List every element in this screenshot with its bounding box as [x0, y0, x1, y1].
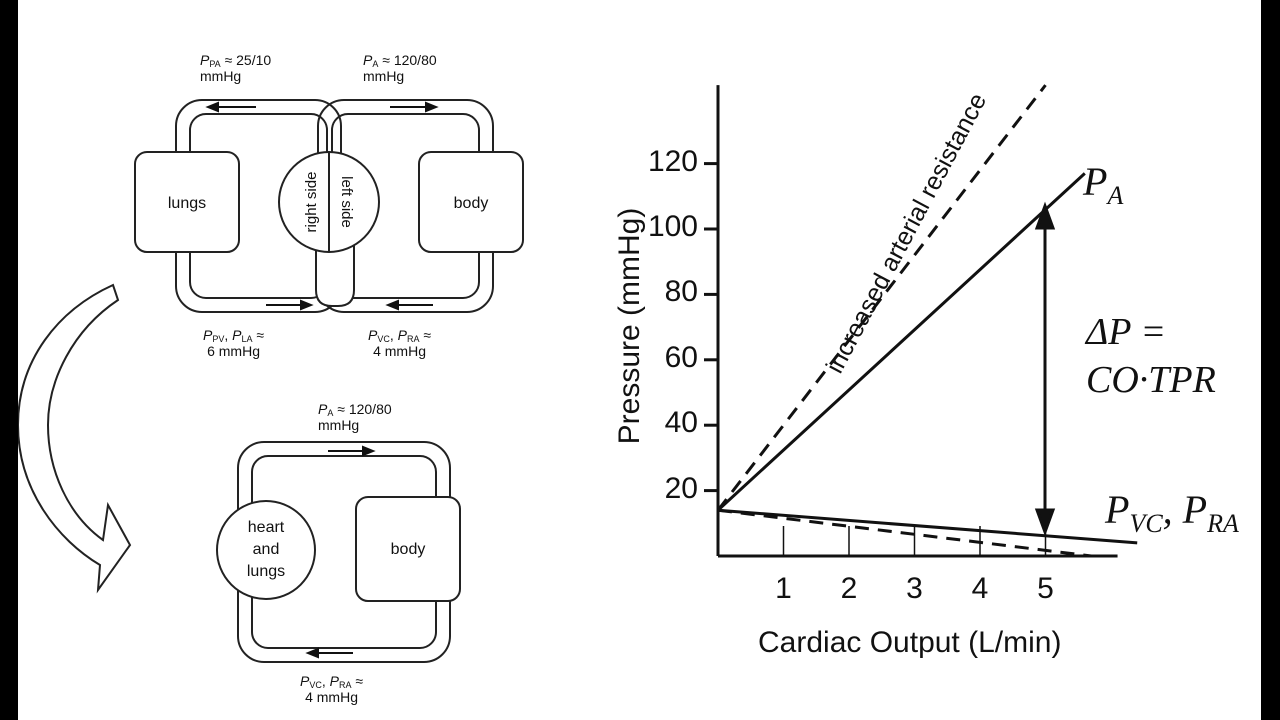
y-tick-label: 120 — [647, 144, 698, 178]
circulation-diagrams-svg — [18, 84, 1138, 663]
transition-curved-arrow — [18, 283, 132, 594]
left-side-label: left side — [338, 176, 355, 228]
body-label-top: body — [453, 195, 489, 212]
pv-flow-arrowhead — [300, 299, 314, 311]
x-tick-label: 1 — [775, 572, 792, 605]
p-vc-ra-label-bottom: PVC, PRA ≈ 4 mmHg — [300, 673, 364, 705]
chart-xlabel: Cardiac Output (L/min) — [758, 626, 1062, 659]
series-line-3 — [717, 508, 1092, 558]
figure-canvas: lungs body right side left side PPA ≈ 25… — [18, 0, 1261, 720]
chart-lines — [716, 84, 1138, 558]
series-line-0 — [716, 172, 1086, 512]
body-box-bottom — [355, 496, 461, 602]
p-vc-ra-label-top: PVC, PRA ≈ 4 mmHg — [368, 327, 432, 359]
p-pa-label: PPA ≈ 25/10 mmHg — [200, 52, 272, 84]
series-line-1 — [716, 84, 1047, 512]
p-pv-la-label: PPV, PLA ≈ 6 mmHg — [203, 327, 265, 359]
heart-lungs-label: heart and lungs — [246, 519, 286, 580]
bottom-a-flow-arrowhead — [362, 445, 376, 457]
pvc-pra-curve-label: PVC, PRA — [1105, 487, 1239, 538]
y-tick-label: 40 — [664, 406, 698, 440]
heart-lungs-circle — [216, 500, 316, 600]
vc-flow-arrowhead — [385, 299, 399, 311]
x-tick-label: 2 — [840, 572, 858, 605]
y-tick-label: 20 — [664, 471, 698, 505]
lungs-label: lungs — [167, 195, 207, 212]
p-a-label-bottom: PA ≈ 120/80 mmHg — [318, 401, 392, 433]
lungs-box — [134, 151, 240, 253]
series-line-2 — [717, 508, 1138, 545]
y-tick-label: 80 — [664, 275, 698, 309]
body-box-top — [418, 151, 524, 253]
p-a-label-top: PA ≈ 120/80 mmHg — [363, 52, 437, 84]
chart-ylabel: Pressure (mmHg) — [613, 207, 646, 445]
y-tick-label: 60 — [664, 340, 698, 374]
right-side-label: right side — [303, 171, 320, 233]
delta-p-double-arrow — [1034, 201, 1056, 537]
pa-flow-arrowhead — [205, 101, 219, 113]
x-tick-label: 5 — [1037, 572, 1054, 605]
x-tick-label: 3 — [906, 572, 923, 605]
delta-p-equation: ΔP = CO·TPR — [1086, 311, 1216, 401]
body-label-bottom: body — [390, 541, 426, 558]
y-tick-label: 100 — [647, 210, 698, 243]
a-flow-arrowhead — [425, 101, 439, 113]
pa-curve-label: PA — [1083, 159, 1124, 210]
chart-axes — [704, 85, 1118, 558]
bottom-vc-flow-arrowhead — [305, 647, 319, 659]
x-tick-label: 4 — [971, 572, 989, 605]
